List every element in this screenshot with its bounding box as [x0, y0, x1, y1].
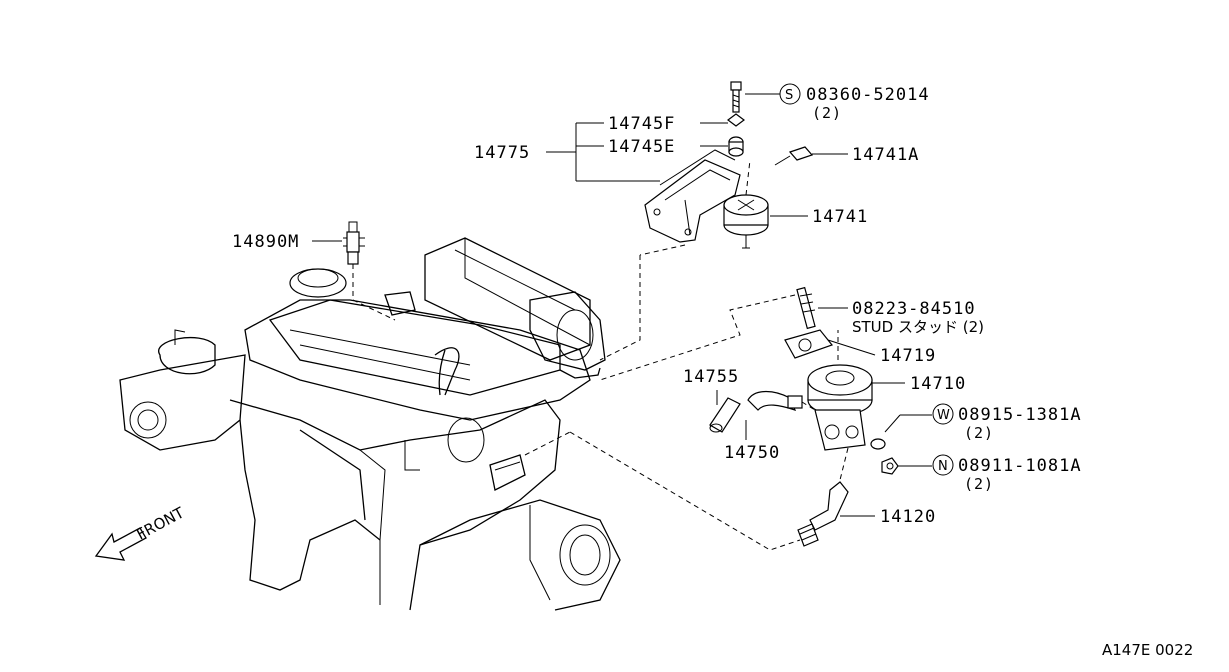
label-14741a: 14741A — [852, 145, 919, 165]
label-14890m: 14890M — [232, 232, 299, 252]
label-08911-qty: (2) — [964, 475, 994, 493]
label-14741: 14741 — [812, 207, 868, 227]
stud-08223 — [796, 286, 816, 330]
label-14120: 14120 — [880, 507, 936, 527]
vsv-14741 — [723, 159, 769, 249]
label-08360-52014: 08360-52014 — [806, 85, 930, 105]
nut-08911 — [881, 457, 899, 475]
label-14710: 14710 — [910, 374, 966, 394]
label-front: FRONT — [133, 503, 187, 543]
diagram-code: A147E 0022 — [1102, 641, 1193, 659]
label-08911-1081a: 08911-1081A — [958, 456, 1082, 476]
mark-n: N — [938, 459, 948, 474]
label-stud-desc: STUD スタッド (2) — [852, 318, 984, 336]
screw-14741a — [774, 146, 814, 166]
label-08360-qty: (2) — [812, 104, 842, 122]
washer-14745f — [727, 113, 745, 127]
engine-illustration — [119, 237, 621, 611]
washer-08915 — [870, 438, 886, 450]
label-14775: 14775 — [474, 143, 530, 163]
hose-14750 — [747, 390, 816, 411]
bracket-14775 — [644, 149, 741, 243]
label-14755: 14755 — [683, 367, 739, 387]
rubber-14745e — [728, 136, 744, 157]
egr-valve-14710 — [807, 364, 873, 451]
routing-lines — [524, 244, 849, 551]
gasket-14719 — [784, 329, 833, 359]
label-08223-84510: 08223-84510 — [852, 299, 976, 319]
label-14719: 14719 — [880, 346, 936, 366]
mark-w: W — [937, 408, 950, 423]
label-14745f: 14745F — [608, 114, 675, 134]
hose-14755 — [709, 397, 741, 433]
label-14745e: 14745E — [608, 137, 675, 157]
label-08915-qty: (2) — [964, 424, 994, 442]
label-14750: 14750 — [724, 443, 780, 463]
bolt-08360 — [730, 81, 742, 113]
mark-s: S — [785, 88, 793, 103]
pipe-14120 — [797, 481, 849, 547]
callout-circle-w: W — [932, 403, 954, 425]
callout-circle-n: N — [932, 454, 954, 476]
sensor-14890m — [343, 221, 396, 321]
callout-circle-s: S — [779, 83, 801, 105]
front-arrow-icon — [94, 527, 147, 561]
label-08915-1381a: 08915-1381A — [958, 405, 1082, 425]
